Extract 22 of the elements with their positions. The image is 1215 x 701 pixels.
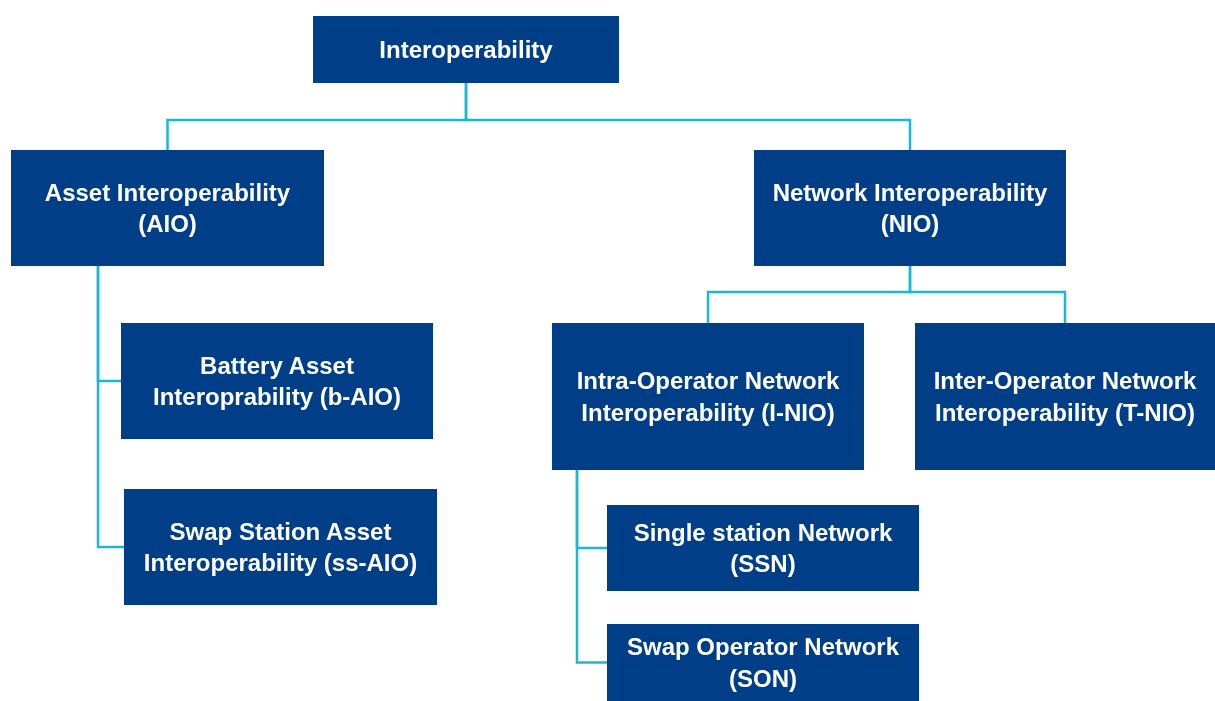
box-label: Network Interoperability (NIO) — [771, 177, 1049, 239]
process-box — [11, 150, 324, 266]
connector-line — [908, 266, 1067, 323]
process-box — [124, 489, 437, 605]
process-box — [607, 624, 919, 701]
box-label: Swap Station Asset Interoperability (ss-AIO) — [142, 516, 419, 578]
process-box — [915, 323, 1215, 470]
box-label: Swap Operator Network (SON) — [625, 632, 901, 694]
box-label: Interoperability — [379, 34, 553, 65]
process-box — [607, 505, 919, 591]
box-label: Inter-Operator Network Interoperability (T-NIO) — [932, 366, 1198, 428]
box-label: Asset Interoperability (AIO) — [43, 177, 292, 239]
box-label: Intra-Operator Network Interoperability (I-NIO) — [575, 366, 841, 428]
process-box — [121, 323, 433, 439]
connector-line — [464, 83, 912, 150]
connector-line — [96, 266, 124, 549]
process-box — [754, 150, 1066, 266]
connector-line — [575, 470, 607, 664]
box-label: Battery Asset Interoprability (b-AIO) — [152, 350, 402, 412]
process-box — [552, 323, 864, 470]
process-box — [313, 16, 619, 83]
box-label: Single station Network (SSN) — [632, 517, 894, 579]
